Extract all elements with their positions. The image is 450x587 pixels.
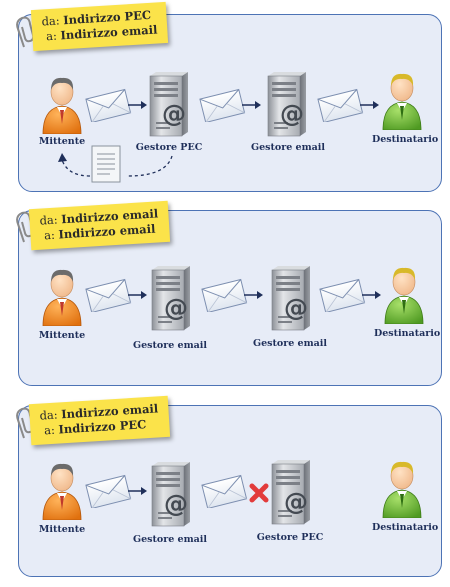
sender-icon	[40, 264, 84, 326]
flow-arrow	[128, 101, 147, 109]
envelope-icon	[316, 88, 364, 122]
recipient-icon	[380, 456, 424, 518]
flow-arrow	[244, 291, 263, 299]
server-label: Gestore email	[132, 340, 208, 351]
recipient-label: Destinatario	[372, 522, 439, 533]
to-prefix: a:	[45, 28, 58, 44]
flow-arrow	[242, 101, 261, 109]
address-note: da: Indirizzo email a: Indirizzo email	[28, 200, 170, 251]
server-label: Gestore email	[132, 534, 208, 545]
flow-arrow	[128, 291, 147, 299]
envelope-icon	[198, 88, 246, 122]
sender-label: Mittente	[38, 136, 86, 147]
envelope-icon	[318, 278, 366, 312]
sender-label: Mittente	[38, 524, 86, 535]
recipient-icon	[382, 262, 426, 324]
envelope-icon	[84, 88, 132, 122]
server-icon	[146, 462, 192, 528]
envelope-icon	[84, 474, 132, 508]
sender-icon	[40, 458, 84, 520]
recipient-label: Destinatario	[374, 328, 441, 339]
flow-arrow	[362, 291, 381, 299]
server-label: Gestore email	[250, 142, 326, 153]
address-note: da: Indirizzo email a: Indirizzo PEC	[28, 395, 170, 446]
from-prefix: da:	[39, 212, 59, 228]
recipient-icon	[380, 68, 424, 130]
reject-x-icon	[249, 483, 269, 503]
address-note: da: Indirizzo PEC a: Indirizzo email	[30, 1, 169, 52]
envelope-icon	[200, 474, 248, 508]
server-icon	[266, 460, 312, 526]
to-prefix: a:	[43, 227, 56, 243]
server-icon	[144, 72, 190, 138]
server-icon	[146, 266, 192, 332]
envelope-icon	[84, 278, 132, 312]
from-prefix: da:	[39, 407, 59, 423]
receipt-return-arrow	[58, 153, 173, 177]
envelope-icon	[200, 278, 248, 312]
flow-arrow	[128, 487, 147, 495]
sender-icon	[40, 72, 84, 134]
server-label: Gestore email	[252, 338, 328, 349]
server-label: Gestore PEC	[135, 142, 203, 153]
recipient-label: Destinatario	[372, 134, 439, 145]
from-prefix: da:	[41, 13, 61, 29]
receipt-document-icon	[91, 145, 121, 183]
server-label: Gestore PEC	[256, 532, 324, 543]
to-prefix: a:	[43, 422, 56, 438]
flow-arrow	[360, 101, 379, 109]
server-icon	[262, 72, 308, 138]
server-icon	[266, 266, 312, 332]
sender-label: Mittente	[38, 330, 86, 341]
